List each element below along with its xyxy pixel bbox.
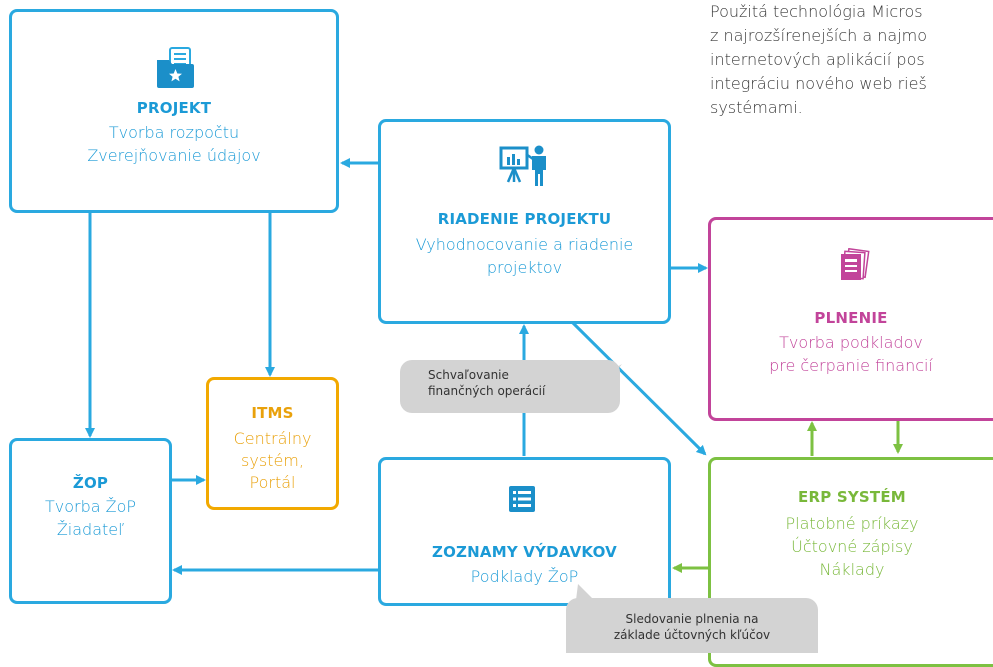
intro-line: z najrozšírenejších a najmo: [710, 26, 928, 45]
node-erp-title: ERP SYSTÉM: [798, 488, 906, 506]
intro-line: Použitá technológia Micros: [710, 2, 923, 21]
node-riadenie-title: RIADENIE PROJEKTU: [437, 210, 612, 228]
node-projekt-title: PROJEKT: [136, 99, 212, 117]
node-erp-line: Účtovné zápisy: [791, 537, 913, 556]
node-zoznamy-title: ZOZNAMY VÝDAVKOV: [432, 543, 617, 561]
intro-line: integráciu nového web rieš: [710, 74, 927, 93]
callout-line: finančných operácií: [428, 384, 546, 398]
callout-sledovanie-tail: [576, 584, 594, 600]
callout-line: základe účtovných kľúčov: [613, 628, 771, 642]
intro-line: internetových aplikácií pos: [710, 50, 925, 69]
node-zoznamy-line: Podklady ŽoP: [470, 567, 579, 586]
callout-line: Schvaľovanie: [428, 368, 509, 382]
node-projekt: PROJEKT Tvorba rozpočtu Zverejňovanie úd…: [9, 9, 339, 213]
list-icon: [509, 486, 535, 512]
stacked-documents-icon: [841, 248, 870, 280]
node-riadenie-projektu: RIADENIE PROJEKTU Vyhodnocovanie a riade…: [378, 119, 671, 324]
node-zoznamy-vydavkov: ZOZNAMY VÝDAVKOV Podklady ŽoP: [378, 457, 671, 606]
node-itms-line: Portál: [249, 473, 296, 492]
node-projekt-line: Tvorba rozpočtu: [108, 123, 240, 142]
node-riadenie-line: Vyhodnocovanie a riadenie: [415, 235, 634, 254]
node-itms-line: Centrálny: [233, 429, 312, 448]
node-itms-line: systém,: [241, 451, 304, 470]
node-erp-line: Náklady: [819, 560, 885, 579]
node-itms: ITMS Centrálny systém, Portál: [206, 377, 339, 510]
intro-line: systémami.: [710, 98, 803, 117]
intro-paragraph: Použitá technológia Micros z najrozšíren…: [710, 0, 993, 120]
callout-line: Sledovanie plnenia na: [625, 612, 759, 626]
node-plnenie-line: pre čerpanie financií: [769, 356, 933, 375]
node-riadenie-line: projektov: [486, 258, 563, 277]
arrow-riadenie-to-erp: [570, 320, 707, 456]
node-zop-line: Žiadateľ: [56, 520, 125, 539]
callout-schvalovanie: Schvaľovanie finančných operácií: [400, 360, 620, 413]
node-zop: ŽOP Tvorba ŽoP Žiadateľ: [9, 438, 172, 604]
node-erp-line: Platobné príkazy: [785, 514, 919, 533]
node-plnenie: PLNENIE Tvorba podkladov pre čerpanie fi…: [708, 217, 993, 421]
node-projekt-line: Zverejňovanie údajov: [87, 146, 261, 165]
node-itms-title: ITMS: [251, 404, 294, 422]
folder-document-icon: [157, 47, 194, 88]
node-zop-title: ŽOP: [72, 474, 109, 492]
presentation-board-icon: [499, 145, 546, 186]
node-plnenie-line: Tvorba podkladov: [779, 333, 923, 352]
node-plnenie-title: PLNENIE: [814, 309, 888, 327]
callout-schvalovanie-tail: [596, 364, 622, 382]
node-zop-line: Tvorba ŽoP: [44, 497, 137, 516]
callout-sledovanie: Sledovanie plnenia na základe účtovných …: [566, 598, 818, 653]
